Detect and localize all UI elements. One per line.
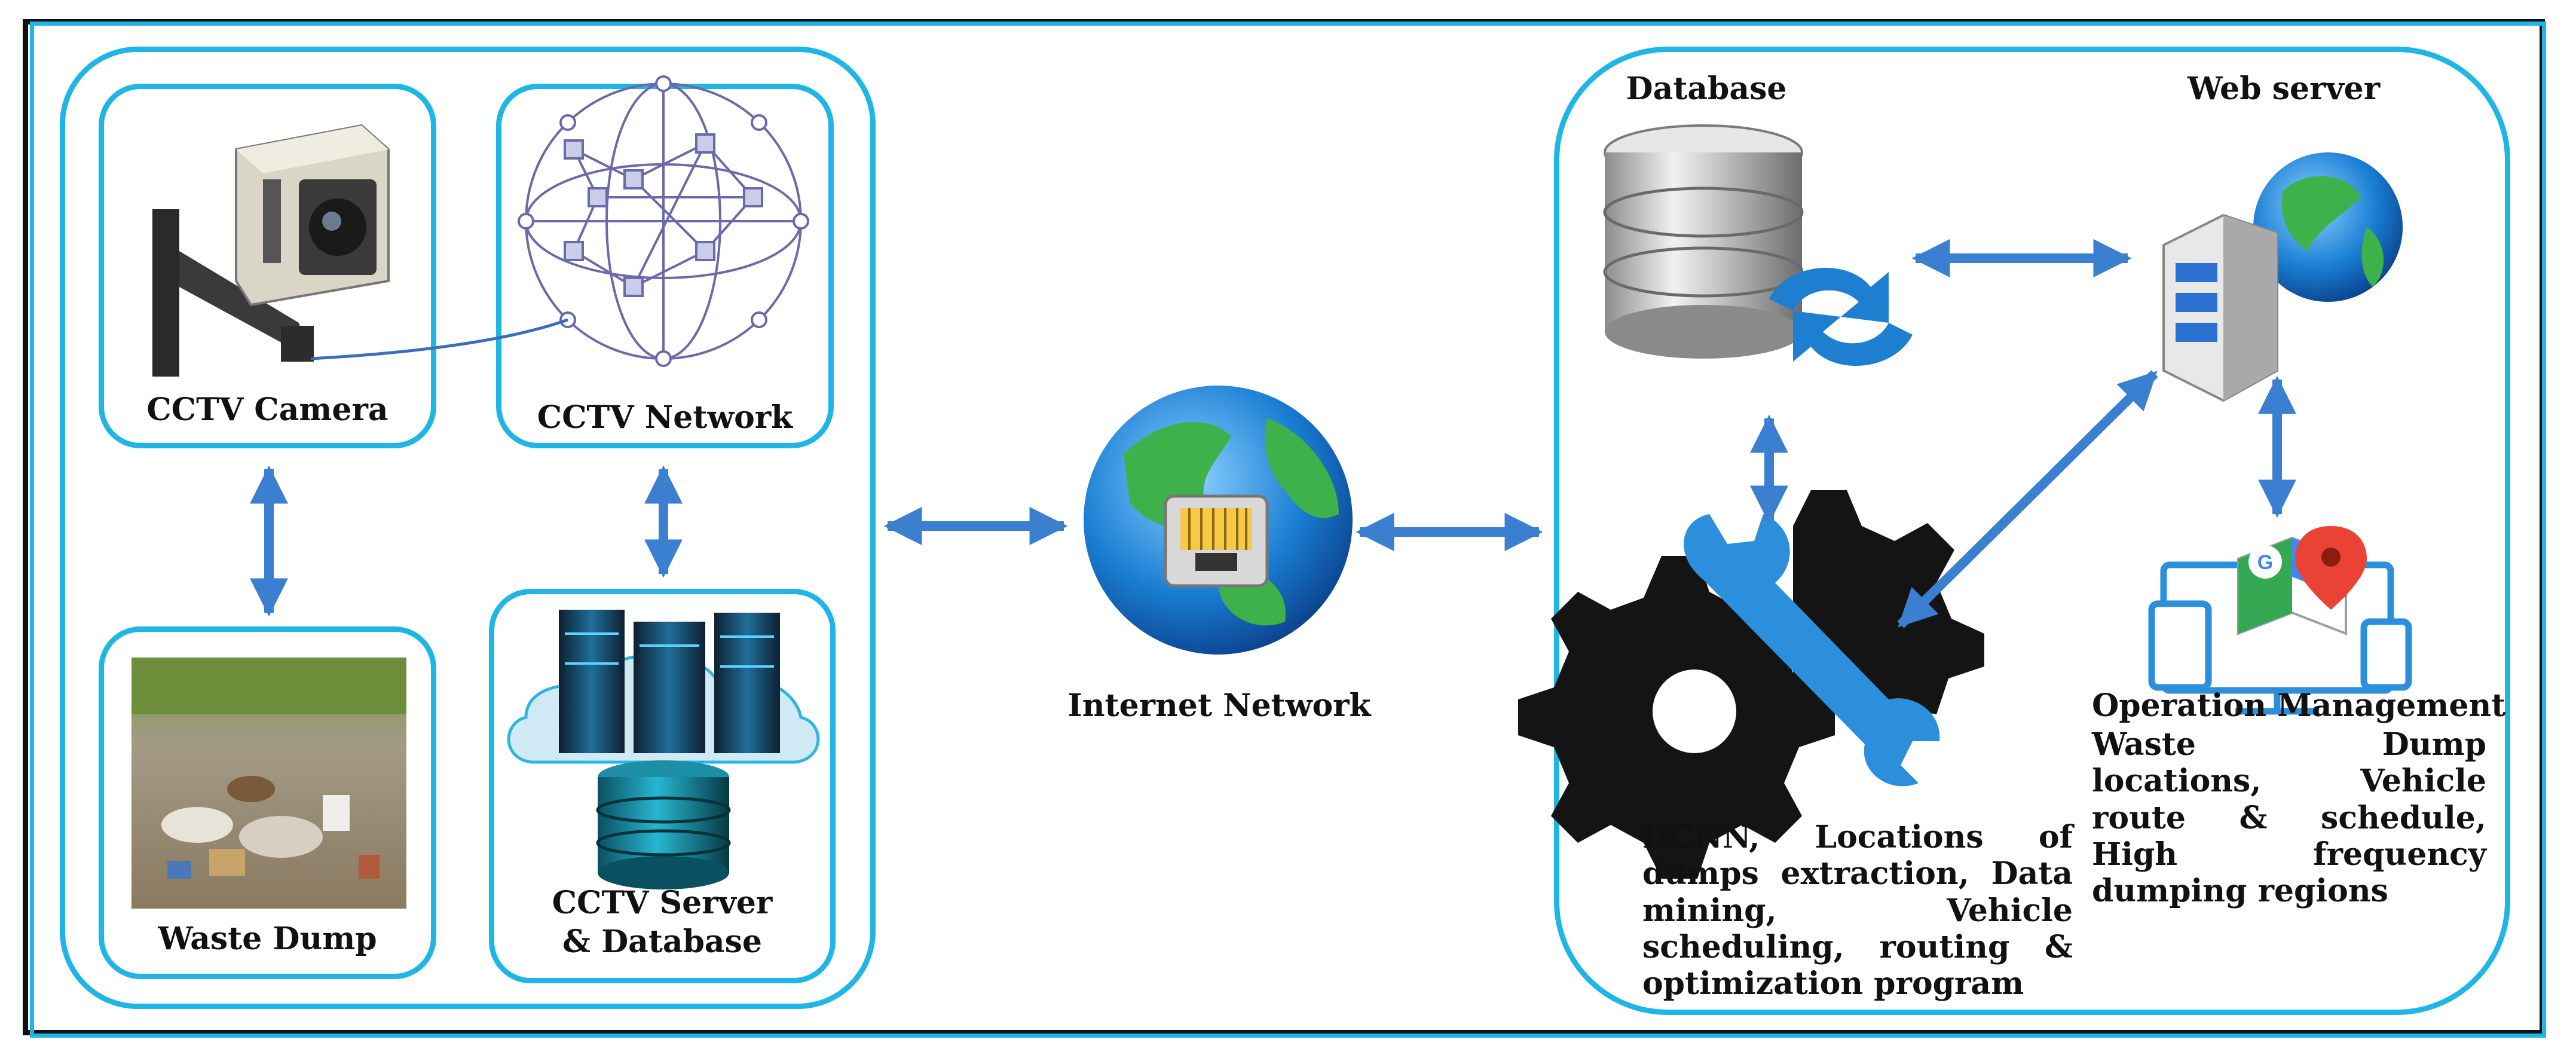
network-globe-icon [518, 75, 809, 367]
svg-text:G: G [2257, 551, 2273, 574]
connection-arrows [250, 239, 2296, 628]
database-sync-icon [1603, 124, 1913, 366]
processing-system-panel [1554, 47, 2510, 1015]
web-server-globe-icon [2162, 152, 2403, 402]
map-pin-icon: G [2237, 526, 2367, 635]
database-label: Database [1626, 71, 1787, 107]
arrow-webserver-tools [1897, 370, 2158, 628]
waste-dump-label: Waste Dump [158, 921, 377, 957]
operation-management-body: Waste Dump locations, Vehicle route & sc… [2092, 726, 2486, 910]
webserver-label: Web server [2188, 71, 2381, 107]
internet-globe-icon [1084, 386, 1353, 655]
cctv-network-label: CCTV Network [537, 399, 793, 436]
tools-description: DCNN, Locations of dumps extraction, Dat… [1642, 819, 2073, 1002]
devices-map-icon [2148, 561, 2412, 715]
internet-network-label: Internet Network [1067, 687, 1371, 724]
cctv-camera-label: CCTV Camera [146, 392, 388, 428]
server-database-icon [507, 610, 820, 889]
cctv-system-panel [60, 47, 876, 1009]
cctv-server-label-line2: & Database [562, 924, 762, 960]
operation-management-title: Operation Management [2092, 687, 2506, 724]
camera-cable [310, 318, 568, 360]
cctv-server-label-line1: CCTV Server [552, 885, 773, 921]
cctv-camera-icon [152, 124, 390, 377]
waste-dump-photo [131, 658, 406, 909]
